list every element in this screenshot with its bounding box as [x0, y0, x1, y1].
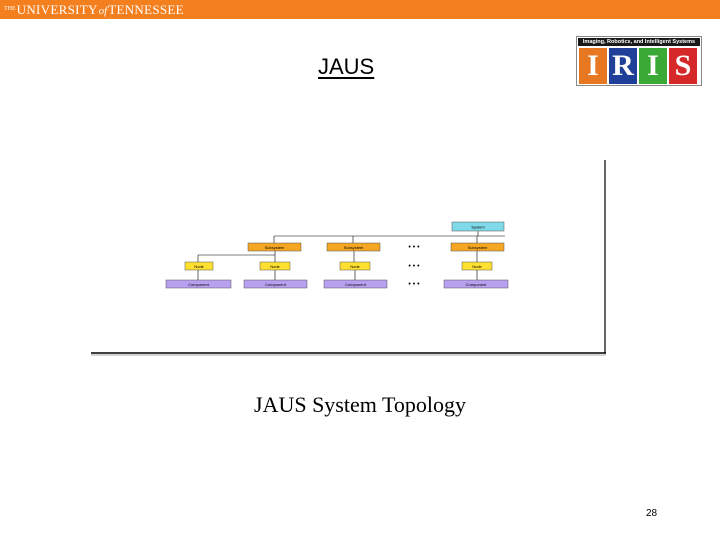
component-label: Component — [466, 282, 488, 287]
component-ellipsis: • • • — [408, 281, 420, 288]
university-logo: THEUNIVERSITYofTENNESSEE — [4, 1, 184, 17]
component-box: Component — [443, 279, 509, 289]
node-label: Node — [270, 264, 280, 269]
component-label: Component — [345, 282, 367, 287]
system-box: System — [451, 221, 505, 232]
node-box: Node — [184, 261, 214, 271]
subsystem-label: Subsystem — [265, 245, 285, 250]
university-the: THE — [4, 6, 16, 12]
component-box: Component — [323, 279, 388, 289]
node-ellipsis: • • • — [408, 263, 420, 270]
component-label: Component — [265, 282, 287, 287]
component-box: Component — [165, 279, 232, 289]
subsystem-label: Subsystem — [468, 245, 488, 250]
node-label: Node — [350, 264, 360, 269]
component-label: Component — [188, 282, 210, 287]
slide-title: JAUS — [318, 54, 375, 79]
page-number: 28 — [646, 508, 658, 519]
iris-letter-s: S — [669, 48, 697, 84]
node-label: Node — [472, 264, 482, 269]
iris-letter-i2: I — [639, 48, 667, 84]
node-box: Node — [461, 261, 493, 271]
iris-letters: I R I S — [579, 48, 697, 84]
node-box: Node — [259, 261, 291, 271]
iris-logo: Imaging, Robotics, and Intelligent Syste… — [576, 36, 702, 86]
university-name: UNIVERSITY — [16, 2, 98, 17]
iris-letter-i: I — [579, 48, 607, 84]
diagram-caption: JAUS System Topology — [254, 392, 466, 417]
subsystem-box: Subsystem — [247, 242, 302, 252]
node-label: Node — [194, 264, 204, 269]
component-box: Component — [243, 279, 308, 289]
node-box: Node — [339, 261, 371, 271]
university-of: of — [98, 5, 108, 17]
subsystem-box: Subsystem — [326, 242, 381, 252]
iris-letter-r: R — [609, 48, 637, 84]
subsystem-box: Subsystem — [450, 242, 505, 252]
iris-banner: Imaging, Robotics, and Intelligent Syste… — [578, 38, 700, 46]
university-state: TENNESSEE — [108, 2, 184, 17]
subsystem-label: Subsystem — [344, 245, 364, 250]
subsystem-ellipsis: • • • — [408, 244, 420, 251]
header-bar: THEUNIVERSITYofTENNESSEE — [0, 0, 720, 19]
system-label: System — [471, 225, 485, 230]
